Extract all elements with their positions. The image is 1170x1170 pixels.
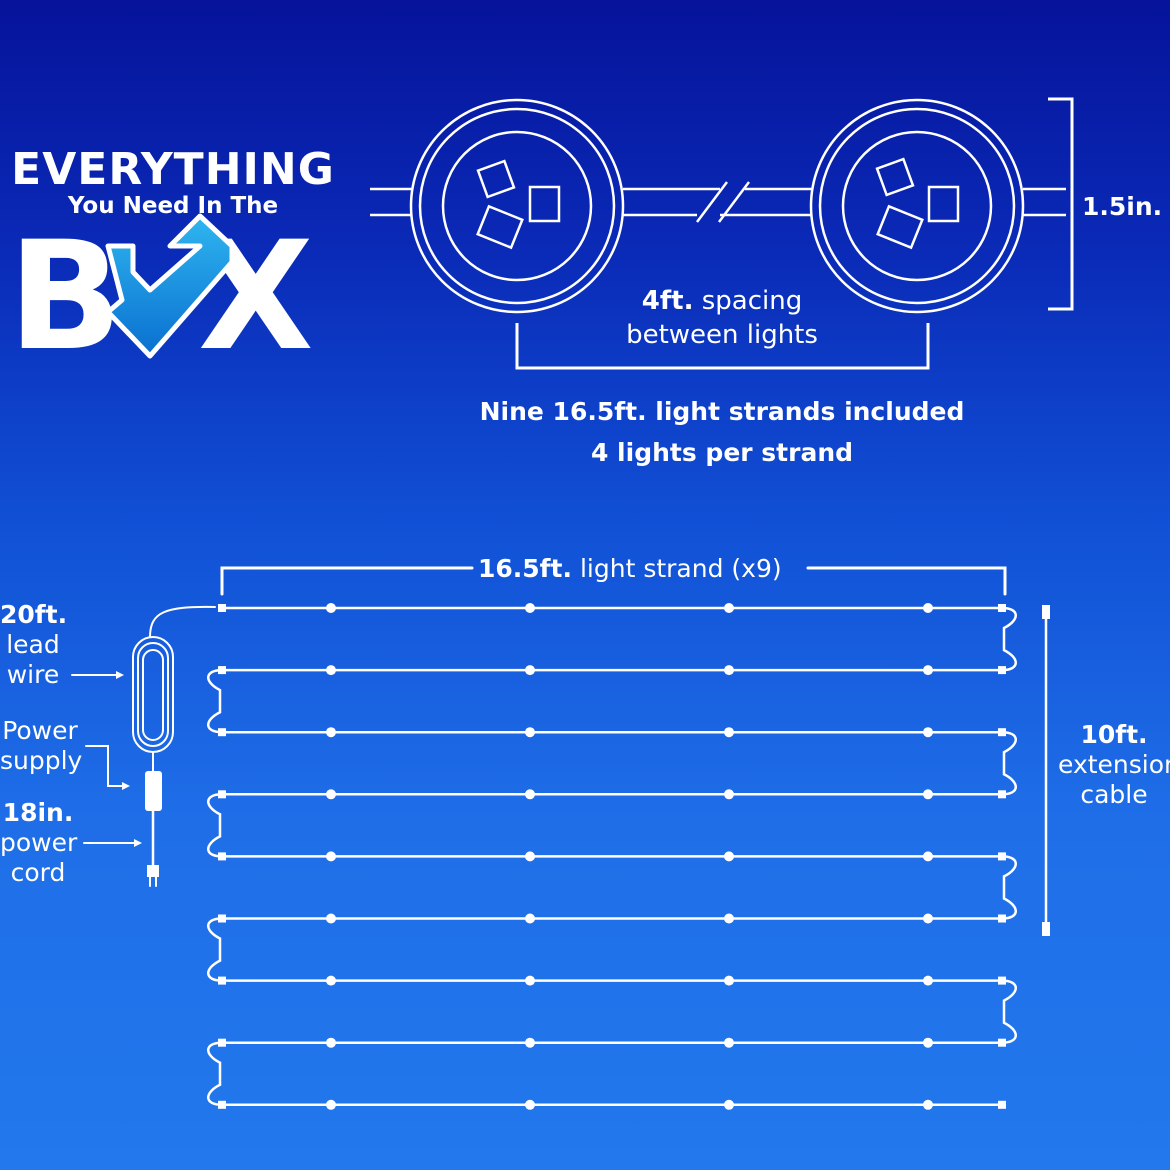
strand-light <box>724 975 734 986</box>
strand-light <box>525 1099 535 1110</box>
strand-light <box>326 913 336 924</box>
strand-light <box>525 975 535 986</box>
strand-light <box>724 789 734 800</box>
strand-light <box>326 789 336 800</box>
summary-line-1: Nine 16.5ft. light strands included <box>479 397 965 426</box>
logo-chevron-icon <box>105 213 235 359</box>
strand-loop <box>1000 606 1017 672</box>
lead-wire-value: 20ft. <box>0 600 68 629</box>
strand-connector <box>218 976 226 985</box>
strand-light <box>525 913 535 924</box>
lead-wire-coil-icon <box>132 605 216 773</box>
strand-connector <box>218 852 226 861</box>
power-supply-icon <box>145 771 162 887</box>
strand-connector <box>998 1100 1006 1109</box>
strand-connector <box>998 1038 1006 1047</box>
strand-light <box>326 851 336 862</box>
power-supply-label: Power supply <box>0 716 83 776</box>
strand-light <box>525 851 535 862</box>
strand-light <box>923 975 933 986</box>
strand-light <box>923 1037 933 1048</box>
strand-light <box>525 603 535 613</box>
strand-light <box>724 1099 734 1110</box>
spacing-line2: between lights <box>626 320 818 350</box>
strand-loop <box>1000 979 1017 1044</box>
extension-cable-value: 10ft. <box>1080 720 1148 749</box>
strand-loop <box>207 668 224 734</box>
extension-cable-label: 10ft. extension cable <box>1058 720 1170 810</box>
extension-cable-line2: extension <box>1058 750 1170 779</box>
strand-connector <box>998 666 1006 675</box>
strand-light <box>525 727 535 738</box>
strand-connector <box>218 728 226 737</box>
lead-wire-line3: wire <box>6 660 60 689</box>
strand-loop <box>207 793 224 858</box>
bulb-left-icon <box>409 98 625 314</box>
strand-length-text: light strand (x9) <box>572 554 782 583</box>
strand-light <box>724 603 734 613</box>
strand-layout-diagram <box>71 566 1050 1110</box>
strand-connector <box>218 604 226 612</box>
power-cord-line3: cord <box>10 858 66 887</box>
strand-loop <box>1000 855 1017 920</box>
light-strands <box>207 603 1017 1110</box>
strand-light <box>923 1099 933 1110</box>
summary-line-2: 4 lights per strand <box>590 438 854 467</box>
strand-loop <box>1000 730 1017 796</box>
extension-cable-icon <box>1042 605 1050 936</box>
strand-light <box>326 727 336 738</box>
power-supply-line2: supply <box>0 746 83 775</box>
strand-light <box>525 665 535 676</box>
power-supply-line1: Power <box>2 716 78 745</box>
strand-light <box>724 1037 734 1048</box>
strand-light <box>525 789 535 800</box>
strand-light <box>326 1037 336 1048</box>
strand-light <box>326 665 336 676</box>
strand-length-label: 16.5ft. light strand (x9) <box>478 553 782 585</box>
strand-light <box>724 913 734 924</box>
strand-light <box>525 1037 535 1048</box>
strand-loop <box>207 917 224 982</box>
spacing-text: spacing <box>693 286 803 316</box>
logo-mark: B X <box>8 210 314 384</box>
spacing-value: 4ft. <box>641 286 694 316</box>
strand-light <box>724 665 734 676</box>
spacing-bracket <box>515 323 930 370</box>
strand-light <box>923 727 933 738</box>
extension-cable-line3: cable <box>1080 780 1148 809</box>
strand-light <box>923 851 933 862</box>
logo-letter-b: B <box>8 210 122 384</box>
strand-loop <box>207 1041 224 1107</box>
diameter-bracket <box>1048 97 1074 311</box>
strand-light <box>724 851 734 862</box>
strand-light <box>724 727 734 738</box>
bulb-right-icon <box>809 98 1025 314</box>
strand-length-value: 16.5ft. <box>478 554 573 583</box>
logo-everything-text: EVERYTHING <box>11 144 335 195</box>
label-arrows <box>71 671 142 847</box>
strand-light <box>923 665 933 676</box>
strand-light <box>923 789 933 800</box>
spacing-label: 4ft. spacing between lights <box>572 284 872 352</box>
strand-light <box>326 975 336 986</box>
lead-wire-line2: lead <box>6 630 60 659</box>
logo-subtitle-text: You Need In The <box>67 193 279 219</box>
power-cord-value: 18in. <box>2 798 74 827</box>
lead-wire-label: 20ft. lead wire <box>0 600 68 690</box>
strand-connector <box>998 790 1006 799</box>
power-cord-label: 18in. power cord <box>0 798 78 888</box>
strand-light <box>923 603 933 613</box>
power-cord-line2: power <box>0 828 78 857</box>
strand-connector <box>218 1100 226 1109</box>
light-bulb-diagram <box>370 97 1074 370</box>
diameter-label: 1.5in. <box>1082 192 1163 221</box>
strand-light <box>326 603 336 613</box>
strand-connector <box>998 914 1006 923</box>
strand-light <box>326 1099 336 1110</box>
strand-light <box>923 913 933 924</box>
